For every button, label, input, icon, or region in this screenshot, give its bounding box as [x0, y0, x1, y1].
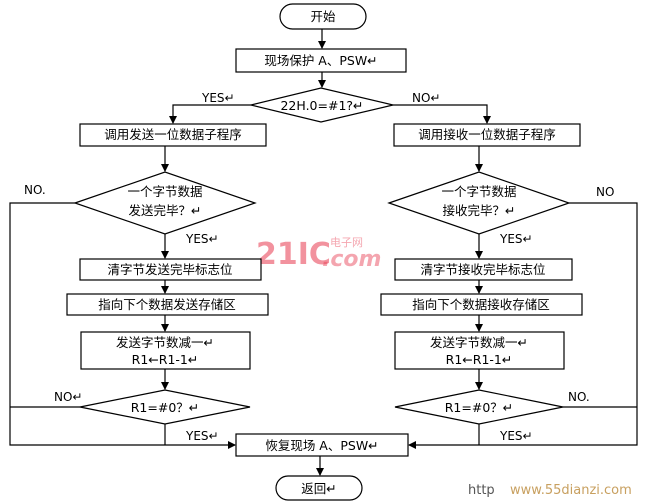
recv-done-no-label: NO — [596, 185, 614, 199]
svg-text:http: http — [468, 483, 495, 498]
send-r1-no-label: NO↵ — [54, 390, 82, 404]
send-decrement-line2: R1←R1-1↵ — [132, 352, 199, 367]
start-label: 开始 — [310, 9, 336, 24]
send-pointer-box — [66, 293, 269, 316]
recv-call-box — [393, 123, 581, 147]
send-done-decision — [73, 171, 257, 235]
flag-no-label: NO↵ — [412, 91, 440, 105]
recv-done-line2: 接收完毕？↵ — [443, 203, 516, 218]
svg-text:21IC: 21IC — [256, 237, 331, 272]
send-r1-label: R1=#0？↵ — [131, 400, 200, 415]
send-decrement-line1: 发送字节数减一↵ — [116, 335, 214, 350]
flag-yes-label: YES↵ — [201, 91, 235, 105]
svg-text:www.55dianzi.com: www.55dianzi.com — [510, 483, 632, 498]
send-done-yes-label: YES↵ — [185, 232, 219, 246]
connectors — [9, 29, 638, 476]
recv-done-yes-label: YES↵ — [499, 232, 533, 246]
flag-decision-label: 22H.0=#1?↵ — [280, 98, 363, 113]
send-r1-decision — [79, 389, 251, 425]
recv-pointer-box — [380, 293, 583, 316]
footer-watermark: http www.55dianzi.com — [468, 483, 632, 498]
svg-text:电子网: 电子网 — [330, 236, 363, 249]
recv-r1-no-label: NO. — [568, 390, 590, 404]
recv-decrement-line2: R1←R1-1↵ — [446, 352, 513, 367]
recv-done-line1: 一个字节数据 — [441, 184, 516, 199]
recv-pointer-label: 指向下个数据接收存储区 — [412, 297, 550, 312]
send-call-box — [79, 123, 267, 147]
send-done-line2: 发送完毕？↵ — [129, 203, 202, 218]
recv-clear-label: 清字节接收完毕标志位 — [420, 262, 545, 277]
recv-decrement-line1: 发送字节数减一↵ — [430, 335, 528, 350]
send-clear-box — [79, 258, 262, 281]
send-clear-label: 清字节发送完毕标志位 — [107, 262, 232, 277]
restore-context-label: 恢复现场 A、PSW↵ — [265, 438, 378, 453]
start-terminal — [279, 3, 367, 30]
send-pointer-label: 指向下个数据发送存储区 — [98, 297, 236, 312]
save-context-label: 现场保护 A、PSW↵ — [264, 53, 377, 68]
send-done-line1: 一个字节数据 — [127, 184, 202, 199]
send-done-no-label: NO. — [24, 183, 46, 197]
send-decrement-box — [80, 331, 251, 370]
send-call-label: 调用发送一位数据子程序 — [104, 127, 242, 142]
watermark-logo: 21IC .com 电子网 — [256, 236, 381, 272]
return-terminal — [275, 475, 363, 501]
svg-text:.com: .com — [322, 247, 381, 272]
send-r1-yes-label: YES↵ — [185, 429, 219, 443]
recv-clear-box — [394, 258, 573, 281]
recv-r1-yes-label: YES↵ — [499, 429, 533, 443]
recv-call-label: 调用接收一位数据子程序 — [418, 127, 556, 142]
recv-r1-label: R1=#0？↵ — [445, 400, 514, 415]
return-label: 返回↵ — [301, 481, 336, 496]
recv-decrement-box — [394, 331, 565, 370]
save-context-box — [235, 48, 407, 73]
